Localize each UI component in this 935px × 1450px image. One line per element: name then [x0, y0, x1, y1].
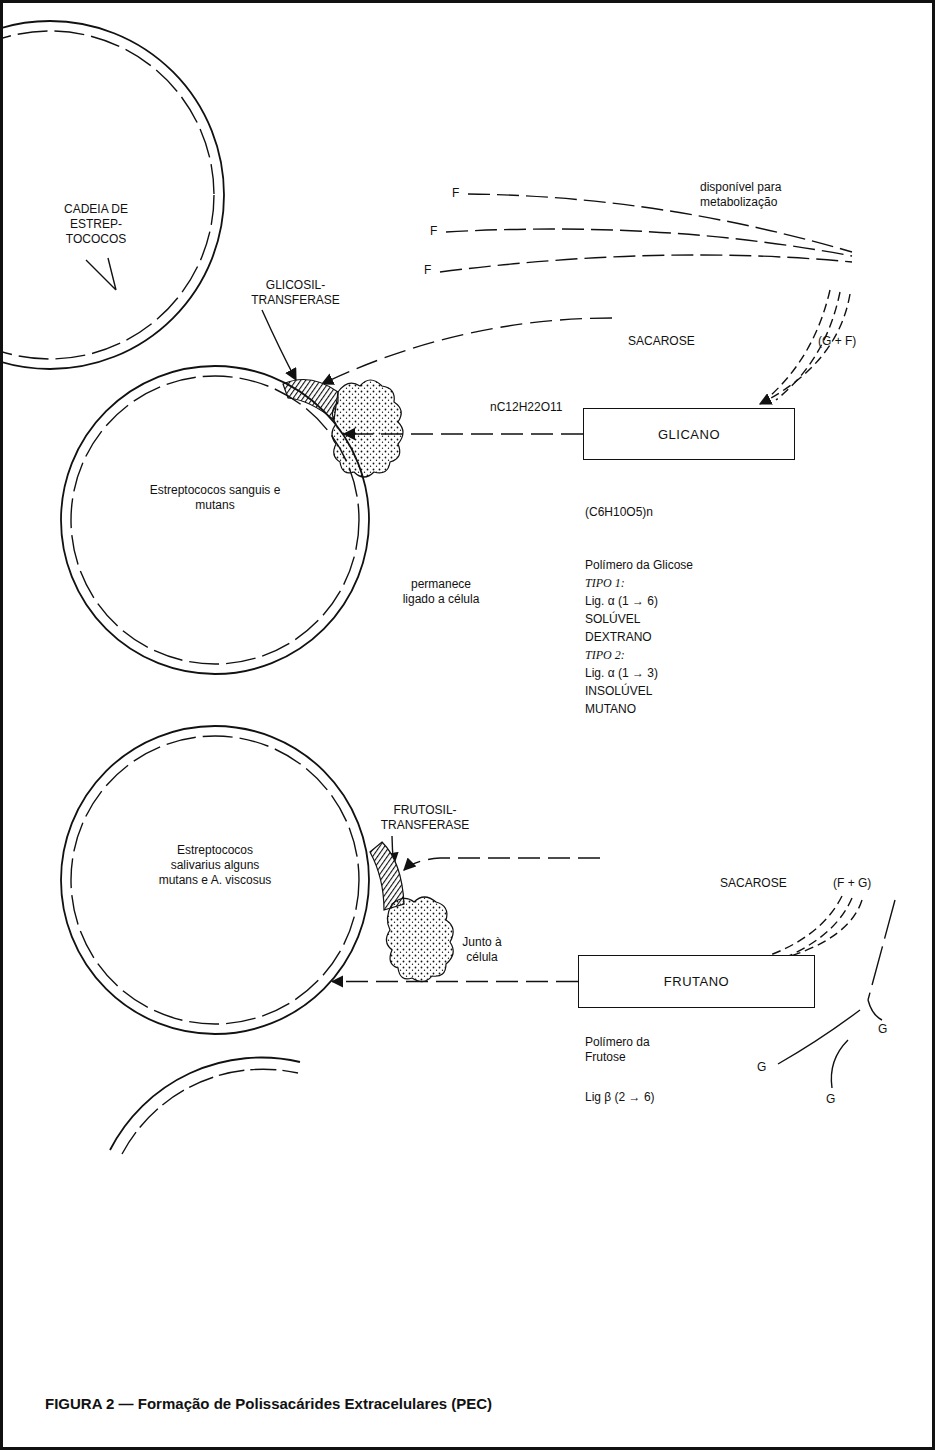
cell-label: CADEIA DE ESTREP-TOCOCOS [57, 202, 135, 247]
cell-membrane [71, 736, 359, 1024]
pointer [86, 258, 116, 290]
cell-outline [110, 1058, 300, 1150]
annotation: F [424, 263, 431, 278]
fructan-deposit [386, 897, 453, 982]
cell-membrane [122, 1069, 298, 1154]
annotation: F [430, 224, 437, 239]
annotation: FRUTOSIL-TRANSFERASE [355, 803, 495, 833]
annotation: TIPO 1: [585, 576, 625, 591]
fructose-line [446, 229, 852, 256]
polymer-box: GLICANO [583, 408, 795, 460]
leader-line [262, 310, 296, 380]
annotation: Polímero da Glicose [585, 558, 693, 573]
cell-label: Estreptococos sanguis e mutans [145, 483, 285, 513]
annotation: Lig β (2 → 6) [585, 1090, 655, 1105]
box-label: FRUTANO [664, 974, 729, 989]
cell-membrane [0, 31, 214, 359]
cell-wall [60, 365, 370, 675]
annotation: GLICOSIL-TRANSFERASE [228, 278, 363, 308]
annotation: INSOLÚVEL [585, 684, 652, 699]
box-label: GLICANO [658, 427, 720, 442]
annotation: disponível para metabolização [700, 180, 812, 210]
annotation: TIPO 2: [585, 648, 625, 663]
cell-outline [61, 726, 369, 1034]
annotation: MUTANO [585, 702, 636, 717]
sucrose-flow [760, 294, 850, 404]
annotation: Polímero da Frutose [585, 1035, 680, 1065]
annotation: SACAROSE [628, 334, 695, 349]
fructose-line [440, 255, 852, 272]
fructose-line [468, 194, 852, 252]
cell-membrane [71, 376, 359, 664]
glucose-line [868, 900, 895, 1000]
cell-label: Estreptococos salivarius alguns mutans e… [155, 843, 275, 888]
annotation: Lig. α (1 → 3) [585, 666, 658, 681]
sucrose-flow [404, 858, 600, 870]
annotation: SACAROSE [720, 876, 787, 891]
cell-wall [0, 20, 225, 370]
annotation: G [878, 1022, 887, 1037]
cell-chain: CADEIA DE ESTREP-TOCOCOS [0, 20, 225, 370]
flow-arrow [332, 981, 578, 982]
sucrose-flow [322, 318, 612, 384]
polymer-box: FRUTANO [578, 955, 815, 1008]
annotation: Lig. α (1 → 6) [585, 594, 658, 609]
annotation: (F + G) [833, 876, 871, 891]
figure-caption: FIGURA 2 — Formação de Polissacárides Ex… [45, 1395, 492, 1412]
glucose-line [831, 1040, 848, 1088]
annotation: SOLÚVEL [585, 612, 640, 627]
cell-outline [0, 21, 224, 369]
glucose-line [868, 1000, 882, 1020]
bacterial-cell: Estreptococos sanguis e mutans [60, 365, 370, 675]
flow-arrow [344, 433, 583, 434]
annotation: DEXTRANO [585, 630, 652, 645]
annotation: nC12H22O11 [490, 400, 563, 415]
annotation: F [452, 186, 459, 201]
annotation: permanece ligado a célula [395, 577, 487, 607]
glucose-line [778, 1010, 860, 1064]
annotation: (G + F) [818, 334, 856, 349]
annotation: G [757, 1060, 766, 1075]
annotation: G [826, 1092, 835, 1107]
annotation: (C6H10O5)n [585, 505, 653, 520]
cell-outline [61, 366, 369, 674]
glucan-deposit [332, 380, 403, 477]
bacterial-cell: Estreptococos salivarius alguns mutans e… [60, 725, 370, 1035]
annotation: Junto à célula [447, 935, 517, 965]
